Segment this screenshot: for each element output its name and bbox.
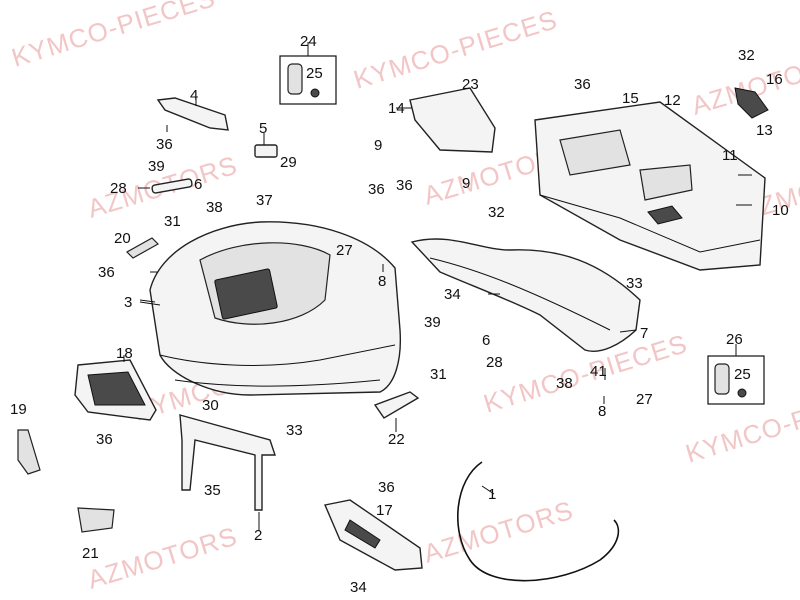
callout-25: 25 (734, 366, 751, 383)
callout-33: 33 (286, 422, 303, 439)
part-4-bracket (156, 97, 229, 131)
callout-19: 19 (10, 401, 27, 418)
callout-38: 38 (206, 199, 223, 216)
callout-36: 36 (96, 431, 113, 448)
tray-box-left (559, 129, 631, 176)
callout-36: 36 (396, 177, 413, 194)
callout-17: 17 (376, 502, 393, 519)
part-20-reflector (126, 237, 159, 259)
part-5 (254, 144, 278, 158)
callout-9: 9 (374, 137, 383, 154)
callout-2: 2 (254, 527, 263, 544)
callout-14: 14 (388, 100, 405, 117)
callout-34: 34 (350, 579, 367, 596)
part-16-light (734, 87, 769, 119)
callout-25: 25 (306, 65, 323, 82)
callout-4: 4 (190, 87, 199, 104)
callout-10: 10 (772, 202, 789, 219)
callout-12: 12 (664, 92, 681, 109)
callout-22: 22 (388, 431, 405, 448)
callout-28: 28 (486, 354, 503, 371)
callout-3: 3 (124, 294, 133, 311)
mirror-part (287, 63, 303, 95)
part-17-skid-plate (324, 499, 423, 571)
callout-36: 36 (378, 479, 395, 496)
callout-16: 16 (766, 71, 783, 88)
part-6-bar (151, 178, 193, 194)
callout-15: 15 (622, 90, 639, 107)
callout-18: 18 (116, 345, 133, 362)
callout-11: 11 (722, 147, 738, 164)
callout-26: 26 (726, 331, 743, 348)
callout-39: 39 (148, 158, 165, 175)
callout-9: 9 (462, 175, 471, 192)
callout-28: 28 (110, 180, 127, 197)
callout-36: 36 (98, 264, 115, 281)
callout-8: 8 (378, 273, 387, 290)
clip-part (737, 388, 747, 398)
callout-32: 32 (488, 204, 505, 221)
part-22-vent (373, 391, 420, 419)
callout-32: 32 (738, 47, 755, 64)
part-1-cable (457, 461, 620, 582)
part-2-bracket (179, 414, 276, 511)
callout-30: 30 (202, 397, 219, 414)
callout-35: 35 (204, 482, 221, 499)
callout-38: 38 (556, 375, 573, 392)
callout-39: 39 (424, 314, 441, 331)
part-14-panel (409, 87, 496, 153)
callout-6: 6 (482, 332, 491, 349)
callout-27: 27 (336, 242, 353, 259)
part-7-rear-fender (410, 238, 641, 352)
callout-36: 36 (156, 136, 173, 153)
tray-box-right (639, 164, 693, 201)
callout-24: 24 (300, 33, 317, 50)
clip-part (310, 88, 320, 98)
callout-13: 13 (756, 122, 773, 139)
callout-1: 1 (488, 486, 497, 503)
callout-5: 5 (259, 120, 268, 137)
grille-mesh (87, 371, 146, 406)
callout-31: 31 (430, 366, 447, 383)
callout-29: 29 (280, 154, 297, 171)
callout-41: 41 (590, 363, 607, 380)
callout-6: 6 (194, 176, 203, 193)
callout-8: 8 (598, 403, 607, 420)
callout-21: 21 (82, 545, 99, 562)
mirror-part (714, 363, 730, 395)
callout-27: 27 (636, 391, 653, 408)
vent-grille (214, 268, 278, 320)
callout-7: 7 (640, 325, 649, 342)
callout-34: 34 (444, 286, 461, 303)
part-19-light (17, 429, 41, 475)
callout-31: 31 (164, 213, 181, 230)
callout-36: 36 (368, 181, 385, 198)
callout-33: 33 (626, 275, 643, 292)
tray-hatch (647, 205, 683, 225)
skid-slot (344, 519, 381, 549)
callout-37: 37 (256, 192, 273, 209)
callout-23: 23 (462, 76, 479, 93)
callout-20: 20 (114, 230, 131, 247)
callout-36: 36 (574, 76, 591, 93)
part-21-light (77, 507, 115, 533)
